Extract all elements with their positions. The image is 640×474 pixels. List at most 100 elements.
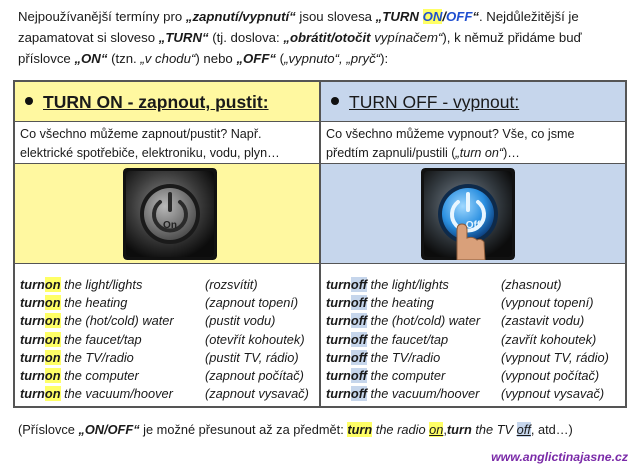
phrase: turnon the TV/radio [20,349,134,365]
particle: on [44,295,61,311]
table-row: turnon the light/lights(rozsvítit) [20,276,319,294]
intro-text: jsou slovesa [295,9,376,24]
note-turn: turn [446,422,472,437]
intro-off-meaning: „vypnuto“, „pryč“ [284,51,381,66]
intro-term: „zapnutí/vypnutí“ [185,9,296,24]
intro-text: příslovce [18,51,75,66]
note-object: the radio [372,422,430,437]
particle: on [44,386,61,402]
verb: turn [326,277,351,292]
heading-part: - vypnout: [437,92,520,112]
phrase: turnon the heating [20,295,128,311]
object: the light/lights [60,277,143,292]
power-on-button-icon: On [123,168,217,260]
phrase: turnon the light/lights [20,277,142,292]
off-label: Off [466,220,481,231]
desc-line: Co všechno můžeme zapnout/pustit? Např. [20,127,262,141]
table-row: turnoff the vacuum/hoover (vypnout vysav… [326,385,625,403]
table-row: turnoff the (hot/cold) water (zastavit v… [326,312,625,330]
desc-line: elektrické spotřebiče, elektroniku, vodu… [20,146,280,160]
particle: off [350,295,367,311]
object: the vacuum/hoover [60,386,173,402]
heading-part: TURN OFF [349,92,438,112]
phrase: turnoff the TV/radio [326,349,440,365]
particle: on [44,331,61,347]
intro-on-meaning: „v chodu“ [140,51,196,66]
phrase: turnoff the light/lights [326,277,449,292]
table-row: turnoff the faucet/tap (zavřít kohoutek) [326,331,625,349]
intro-text: zapamatovat si sloveso [18,30,159,45]
particle: off [350,313,367,329]
verb: turn [326,386,351,402]
note-object: the TV [471,422,517,437]
desc-text: )… [503,146,520,160]
turn-off-list: turnoff the light/lights(zhasnout)turnof… [321,264,625,406]
object: the computer [367,367,446,383]
object: the faucet/tap [60,331,142,347]
object: the heating [367,295,434,311]
table-row: turnon the computer(zapnout počítač) [20,367,319,385]
particle: off [350,277,367,292]
intro-text: Nejpoužívanější termíny pro [18,9,186,24]
translation: (zapnout topení) [205,295,299,311]
desc-term: „turn on“ [455,146,504,160]
intro-quote: “ [472,9,479,24]
website-link[interactable]: www.anglictinajasne.cz [491,450,628,464]
translation: (zapnout vysavač) [205,386,309,402]
bullet-icon [25,97,33,105]
phrase: turnoff the (hot/cold) water [326,313,481,329]
table-row: turnon the faucet/tap (otevřít kohoutek) [20,331,319,349]
turn-on-heading-text: TURN ON - zapnout, pustit: [43,92,269,112]
verb: turn [20,331,45,347]
object: the (hot/cold) water [367,313,481,329]
object: the light/lights [367,277,449,292]
particle: on [44,367,61,383]
translation: (otevřít kohoutek) [205,331,305,347]
turn-on-description: Co všechno můžeme zapnout/pustit? Např. … [15,122,319,164]
intro-slash: / [442,9,447,24]
intro-text: (tzn. [107,51,141,66]
intro-paragraph: Nejpoužívanější termíny pro „zapnutí/vyp… [18,6,628,69]
table-row: turnoff the TV/radio (vypnout TV, rádio) [326,349,625,367]
translation: (vypnout TV, rádio) [501,349,609,365]
note: (Příslovce „ON/OFF“ je možné přesunout a… [18,422,573,437]
desc-text: předtím zapnuli/pustili ( [326,146,456,160]
translation: (pustit TV, rádio) [205,349,299,365]
table-row: turnon the TV/radio (pustit TV, rádio) [20,349,319,367]
on-label: On [163,220,177,231]
particle: off [350,349,367,365]
object: the faucet/tap [367,331,449,347]
verb: turn [326,313,351,329]
note-turn: turn [347,422,373,437]
verb: turn [20,295,45,311]
power-off-button-icon: Off [421,168,515,260]
translation: (pustit vodu) [205,313,276,329]
note-text: , atd…) [530,422,573,437]
desc-line: Co všechno můžeme vypnout? Vše, co jsme [326,127,575,141]
verb: turn [326,331,351,347]
phrase: turnon the computer [20,367,139,383]
turn-off-heading-text: TURN OFF - vypnout: [349,92,519,112]
intro-off-term: „OFF“ [236,51,276,66]
translation: (vypnout počítač) [501,367,600,383]
object: the (hot/cold) water [60,313,174,329]
phrase: turnoff the faucet/tap [326,331,449,347]
phrase: turnon the vacuum/hoover [20,386,173,402]
verb: turn [20,386,45,402]
intro-text: ), k němuž přidáme buď [442,30,582,45]
intro-text: . Nejdůležitější je [478,9,579,24]
table-row: turnoff the light/lights(zhasnout) [326,276,625,294]
translation: (zavřít kohoutek) [501,331,597,347]
intro-text: ( [276,51,285,66]
phrase: turnoff the heating [326,295,434,311]
translation: (zastavit vodu) [501,313,585,329]
object: the heating [60,295,128,311]
particle: off [350,367,367,383]
particle: on [44,349,61,365]
intro-text: ): [380,51,389,66]
finger-icon [456,223,486,260]
particle: on [44,277,61,292]
intro-line-2: zapamatovat si sloveso „TURN“ (tj. doslo… [18,27,628,48]
desc-line: předtím zapnuli/pustili („turn on“)… [326,144,620,163]
phrase: turnoff the vacuum/hoover [326,386,479,402]
